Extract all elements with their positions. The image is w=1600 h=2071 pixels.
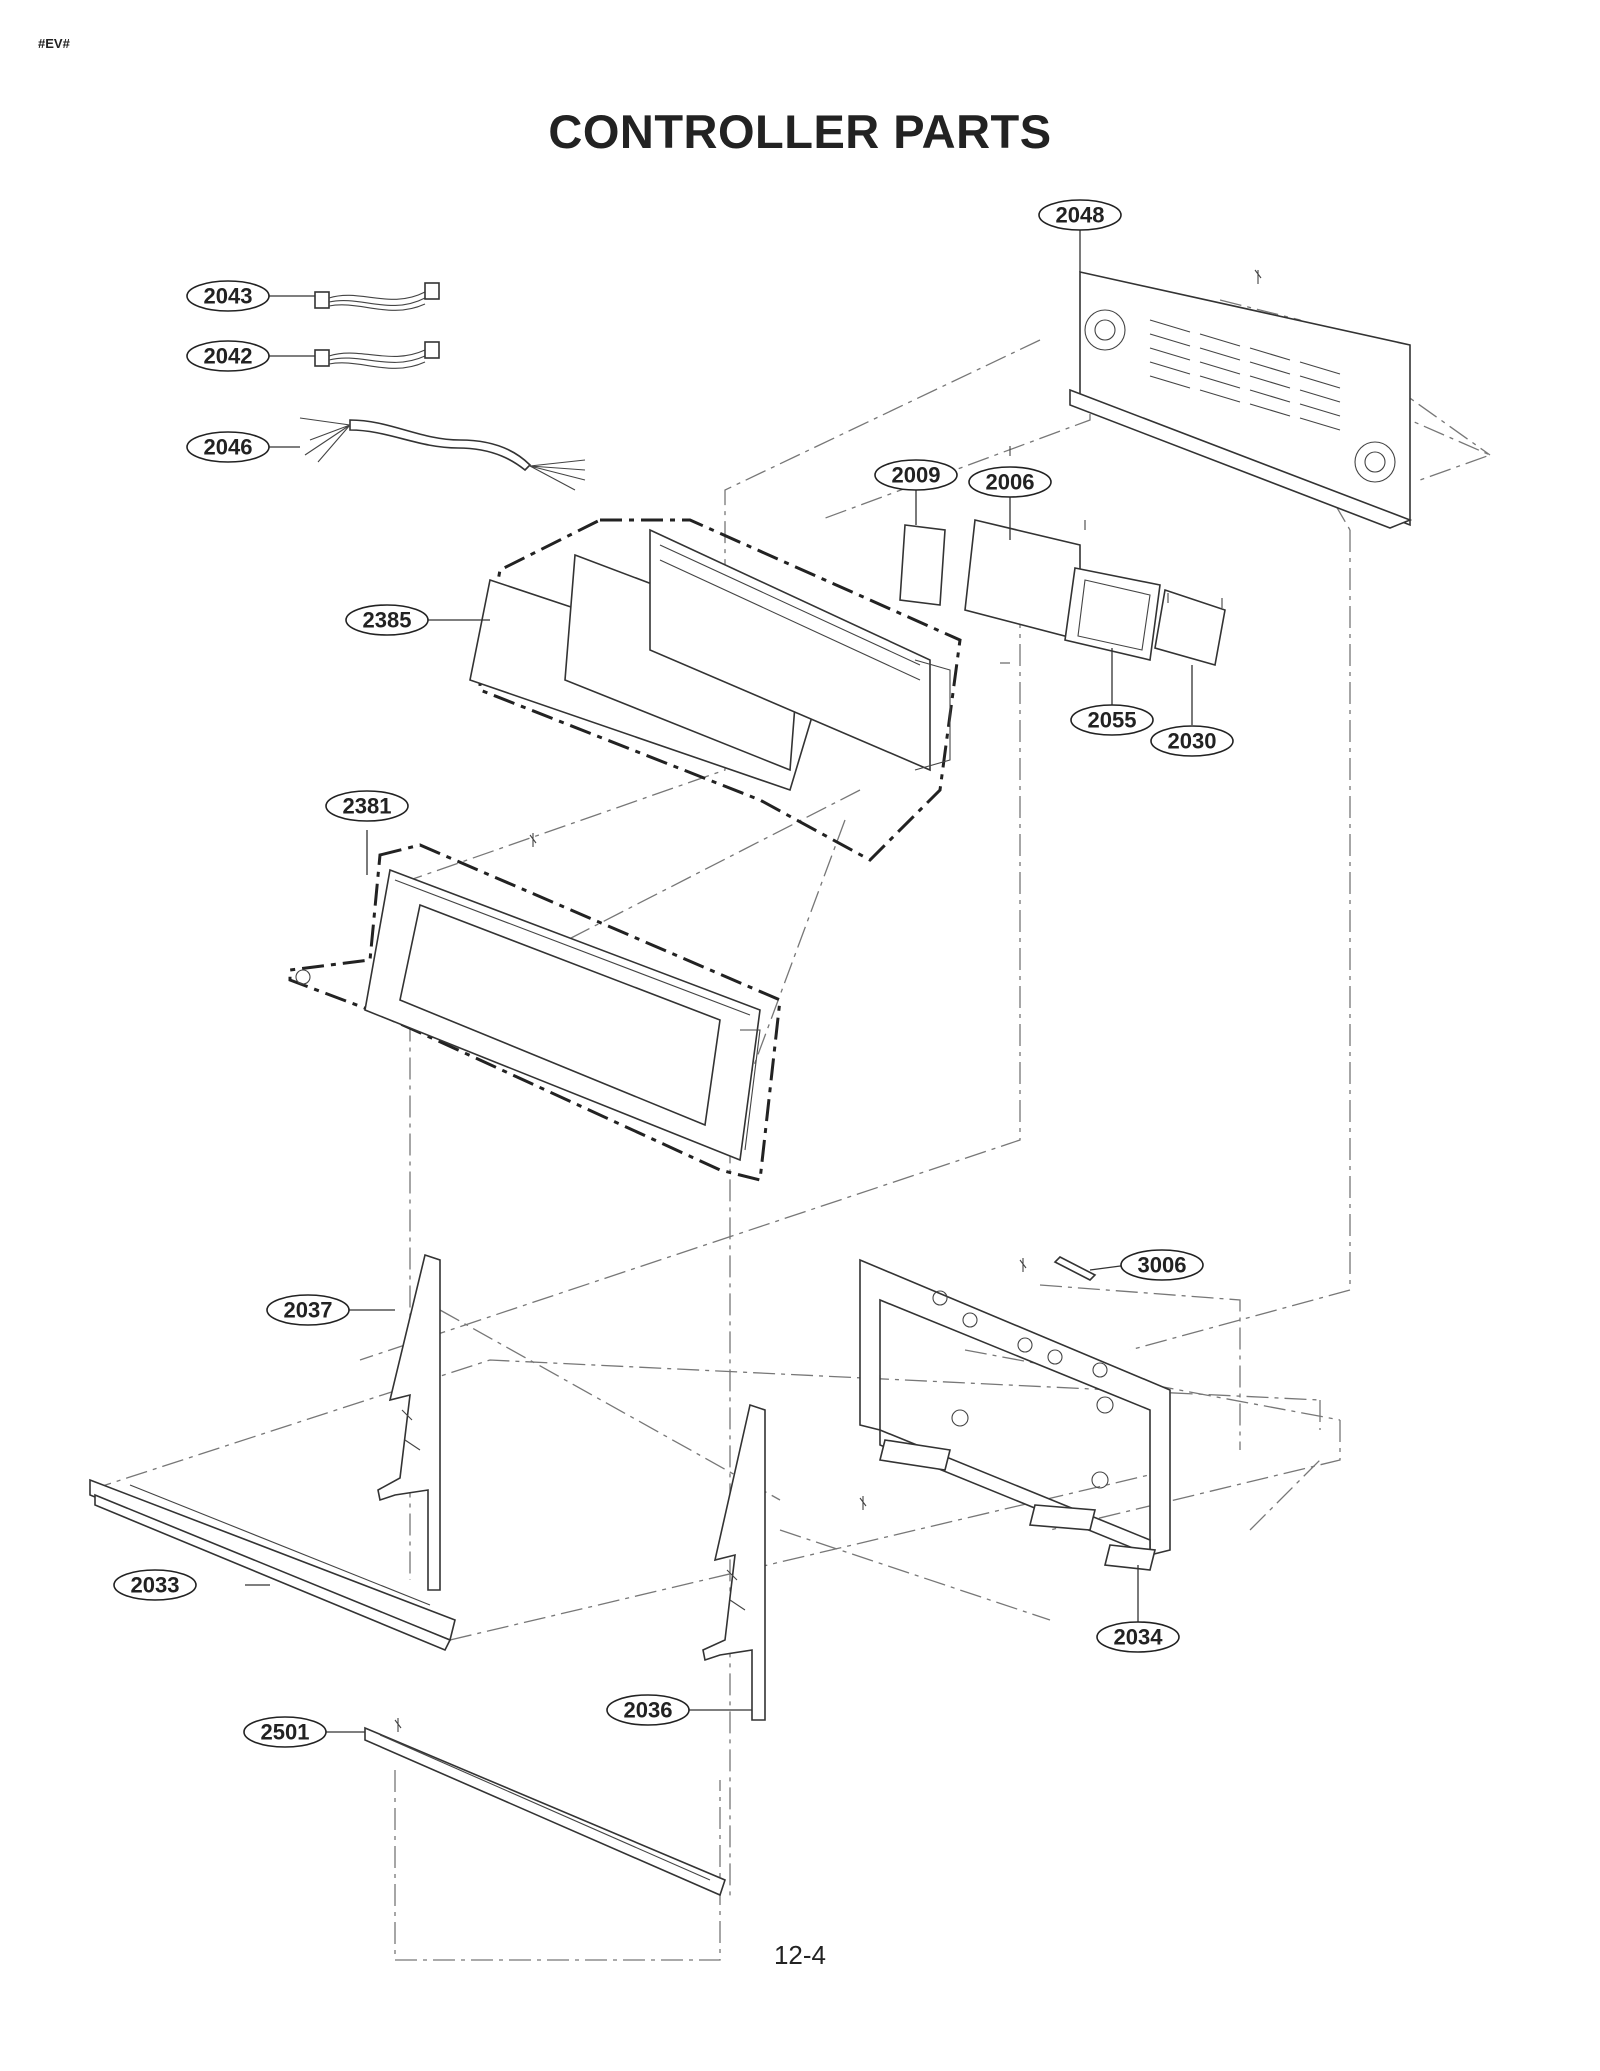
callout-2030: 2030 bbox=[1150, 725, 1234, 757]
callout-2037: 2037 bbox=[266, 1294, 350, 1326]
svg-text:2033: 2033 bbox=[131, 1573, 180, 1598]
svg-text:2046: 2046 bbox=[204, 435, 253, 460]
callout-2043: 2043 bbox=[186, 280, 270, 312]
wire-harnesses bbox=[299, 282, 586, 491]
callout-2046: 2046 bbox=[186, 431, 270, 463]
svg-text:2501: 2501 bbox=[261, 1720, 310, 1745]
svg-text:2043: 2043 bbox=[204, 284, 253, 309]
callout-leaders bbox=[245, 227, 1193, 1733]
right-side-bracket bbox=[702, 1403, 766, 1721]
svg-text:3006: 3006 bbox=[1138, 1253, 1187, 1278]
svg-text:2055: 2055 bbox=[1088, 708, 1137, 733]
svg-text:2037: 2037 bbox=[284, 1298, 333, 1323]
svg-text:2034: 2034 bbox=[1114, 1625, 1164, 1650]
callout-2034: 2034 bbox=[1096, 1621, 1180, 1653]
svg-text:2042: 2042 bbox=[204, 344, 253, 369]
callout-2055: 2055 bbox=[1070, 704, 1154, 736]
callout-2009: 2009 bbox=[874, 459, 958, 491]
callout-3006: 3006 bbox=[1120, 1249, 1204, 1281]
lower-rail bbox=[89, 1478, 456, 1732]
svg-text:2048: 2048 bbox=[1056, 203, 1105, 228]
alignment-lines bbox=[89, 299, 1492, 1961]
svg-text:2381: 2381 bbox=[343, 794, 392, 819]
svg-text:2036: 2036 bbox=[624, 1698, 673, 1723]
controller-boards bbox=[899, 446, 1226, 667]
svg-text:2385: 2385 bbox=[363, 608, 412, 633]
svg-text:2030: 2030 bbox=[1168, 729, 1217, 754]
trim-strip bbox=[364, 1726, 726, 1897]
controller-assembly bbox=[469, 518, 962, 862]
callout-2501: 2501 bbox=[243, 1716, 327, 1748]
callout-2006: 2006 bbox=[968, 466, 1052, 498]
page-title: CONTROLLER PARTS bbox=[548, 105, 1052, 158]
svg-text:2006: 2006 bbox=[986, 470, 1035, 495]
left-side-bracket bbox=[377, 1253, 441, 1591]
page-number: 12-4 bbox=[773, 1940, 827, 1970]
mounting-bracket-frame bbox=[859, 1256, 1171, 1571]
header-tag: #EV# bbox=[38, 36, 70, 51]
svg-text:2009: 2009 bbox=[892, 463, 941, 488]
callout-2385: 2385 bbox=[345, 604, 429, 636]
callout-2036: 2036 bbox=[606, 1694, 690, 1726]
callout-2048: 2048 bbox=[1038, 199, 1122, 231]
callout-2042: 2042 bbox=[186, 340, 270, 372]
callout-2381: 2381 bbox=[325, 790, 409, 822]
control-panel-frame bbox=[288, 833, 782, 1182]
callout-2033: 2033 bbox=[113, 1569, 197, 1601]
grille-panel bbox=[1069, 269, 1413, 529]
